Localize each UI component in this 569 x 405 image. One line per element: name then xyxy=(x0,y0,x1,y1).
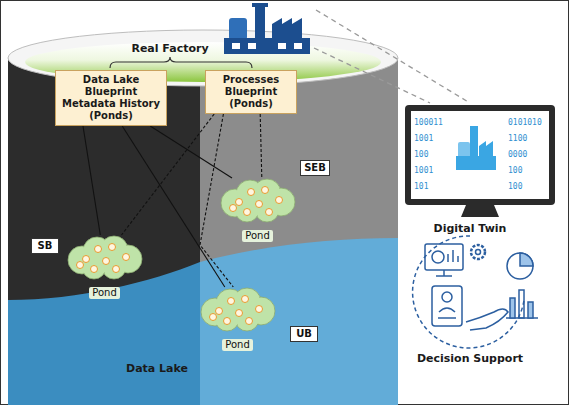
data-dot xyxy=(262,187,269,194)
blueprint-box: Processes Blueprint (Ponds) xyxy=(205,70,297,114)
dashed-link xyxy=(122,114,215,235)
solid-link xyxy=(83,126,100,235)
data-dot xyxy=(230,205,237,212)
pond-label: Pond xyxy=(89,287,119,299)
data-dot xyxy=(256,306,263,313)
pond-label: Pond xyxy=(242,230,272,242)
node-text: SB xyxy=(34,240,56,252)
cloud-fill xyxy=(216,308,238,330)
binary-code: 101 xyxy=(414,182,428,191)
data-dot xyxy=(248,189,255,196)
cloud-fill xyxy=(236,199,258,221)
binary-code: 100 xyxy=(508,166,522,175)
data-dot xyxy=(256,201,263,208)
binary-code: 1100 xyxy=(508,134,527,143)
data-dot xyxy=(242,296,249,303)
pond-tag: SEB xyxy=(300,160,330,176)
decision-support-icons xyxy=(413,236,538,348)
data-dot xyxy=(276,197,283,204)
cloud-fill xyxy=(103,256,125,278)
pond-cloud: Pond xyxy=(195,287,280,352)
pond-cloud: Pond xyxy=(215,178,300,243)
data-dot xyxy=(236,199,243,206)
data-dot xyxy=(224,318,231,325)
data-dot xyxy=(95,246,102,253)
data-dot xyxy=(246,318,253,325)
data-dot xyxy=(123,254,130,261)
node-text: Processes Blueprint (Ponds) xyxy=(210,74,292,110)
node-text: SEB xyxy=(303,162,327,174)
cloud-shape xyxy=(195,287,280,333)
binary-code: 100011 xyxy=(414,118,443,127)
binary-code: 100 xyxy=(414,150,428,159)
node-text: UB xyxy=(293,328,315,340)
node-text: Data Lake Blueprint Metadata History (Po… xyxy=(60,74,162,122)
cloud-shape xyxy=(215,178,300,224)
binary-code: 0101010 xyxy=(508,118,542,127)
data-dot xyxy=(109,244,116,251)
factory-icon xyxy=(224,3,310,54)
data-dot xyxy=(103,258,110,265)
pond-tag: UB xyxy=(290,326,318,342)
data-dot xyxy=(210,314,217,321)
binary-code: 0000 xyxy=(508,150,527,159)
data-dot xyxy=(91,266,98,273)
binary-code: 100 xyxy=(508,182,522,191)
monitor xyxy=(405,105,555,217)
dashed-link xyxy=(260,114,262,178)
binary-code: 1001 xyxy=(414,134,433,143)
blueprint-box: Data Lake Blueprint Metadata History (Po… xyxy=(55,70,167,126)
data-dot xyxy=(216,308,223,315)
lake-label: Data Lake xyxy=(112,362,202,375)
bracket xyxy=(110,57,252,68)
twin-link xyxy=(314,10,470,103)
data-dot xyxy=(236,310,243,317)
pond-tag: SB xyxy=(31,238,59,254)
data-dot xyxy=(266,209,273,216)
cloud-fill xyxy=(236,308,258,330)
data-dot xyxy=(244,209,251,216)
data-dot xyxy=(113,266,120,273)
cloud-fill xyxy=(83,256,105,278)
pond-label: Pond xyxy=(222,339,252,351)
factory-label: Real Factory xyxy=(118,42,222,55)
data-dot xyxy=(228,298,235,305)
cloud-fill xyxy=(256,199,278,221)
cloud-shape xyxy=(62,235,147,281)
data-lake-cylinder xyxy=(8,30,398,405)
decision-label: Decision Support xyxy=(405,352,535,365)
twin-label: Digital Twin xyxy=(420,222,520,235)
binary-code: 1001 xyxy=(414,166,433,175)
data-dot xyxy=(77,262,84,269)
data-dot xyxy=(83,256,90,263)
pond-cloud: Pond xyxy=(62,235,147,300)
